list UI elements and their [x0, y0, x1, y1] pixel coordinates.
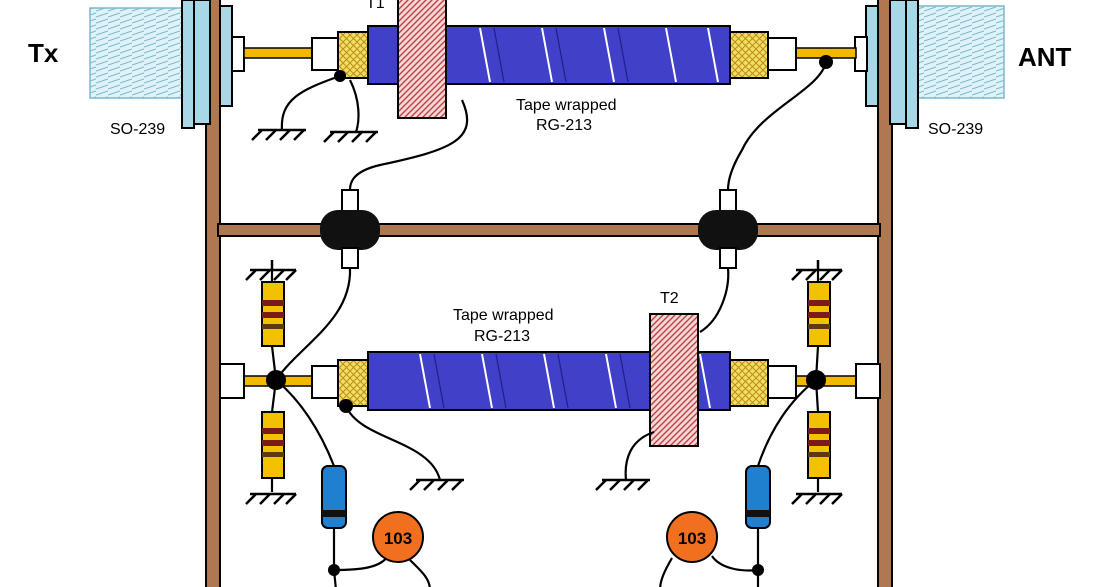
top-dielectric-right: [765, 37, 797, 71]
right-feedthrough: [698, 189, 758, 269]
chassis-divider: [217, 223, 881, 237]
chassis-right-rail: [877, 0, 893, 587]
top-braid-right: [727, 31, 769, 79]
toroid-icon: [649, 313, 699, 447]
so239-connector-icon: [89, 7, 183, 99]
bottom-coax-label-line1: Tape wrapped: [453, 307, 554, 324]
chassis-left-rail: [205, 0, 221, 587]
so239-right-pin-insulator: [854, 36, 868, 72]
bottom-dielectric-right: [765, 365, 797, 399]
capacitor-right: 103: [666, 511, 718, 563]
bottom-tape-wrap: [419, 353, 711, 409]
wire-t2-ground: [624, 430, 655, 481]
left-feedthrough: [320, 189, 380, 269]
resistor-icon: [261, 411, 285, 479]
ground-icon: [251, 128, 306, 141]
bottom-braid-left: [337, 359, 371, 407]
wire-right-cap-legs: [659, 555, 759, 587]
so239-left-connector: [89, 0, 245, 129]
junction-dots: [266, 55, 833, 576]
resistors: [261, 281, 831, 479]
wire-t1-to-left-feedthrough: [348, 99, 469, 191]
so239-left-nut: [193, 0, 211, 125]
junction-bottom-left-center: [266, 370, 286, 390]
capacitors: 103 103: [372, 511, 718, 563]
so239-left-flange: [181, 0, 195, 129]
capacitor-left: 103: [372, 511, 424, 563]
so239-connector-icon: [917, 5, 1005, 99]
ground-icon: [323, 130, 378, 143]
wire-left-feedthrough-to-junction: [275, 267, 352, 381]
capacitor-right-value: 103: [678, 529, 706, 548]
bottom-port-left: [219, 363, 245, 399]
top-braid-left: [337, 31, 371, 79]
wire-top-left-braid-ground-2: [349, 79, 360, 133]
ground-icon: [245, 260, 297, 281]
so239-right-label: SO-239: [928, 121, 983, 138]
top-coax-assembly: [243, 0, 857, 119]
wire-bottom-left-braid-ground: [344, 405, 442, 481]
bottom-braid-right: [727, 359, 769, 407]
bottom-coax-assembly: [219, 313, 881, 447]
junction-bottom-left-braid: [339, 399, 353, 413]
bottom-port-right: [855, 363, 881, 399]
ground-icon: [409, 478, 464, 491]
wire-left-cap-legs: [333, 555, 431, 587]
capacitor-icon: [666, 511, 718, 563]
so239-left-pin-insulator: [231, 36, 245, 72]
bottom-center-conductor-right: [795, 375, 857, 387]
junction-bottom-right-center: [806, 370, 826, 390]
bottom-coax-label-line2: RG-213: [474, 328, 530, 345]
ground-symbols: [245, 128, 843, 505]
t1-label: T1: [366, 0, 385, 12]
so239-right-nut: [889, 0, 907, 125]
diode-icon: [745, 465, 771, 529]
junction-top-left: [334, 70, 346, 82]
top-center-conductor-left: [243, 47, 313, 59]
resistor-icon: [807, 281, 831, 347]
right-feedthrough-lower-sleeve: [719, 247, 737, 269]
ground-icon: [595, 478, 650, 491]
resistor-icon: [261, 281, 285, 347]
so239-left-label: SO-239: [110, 121, 165, 138]
ground-icon: [791, 492, 843, 505]
top-coax-label-line2: RG-213: [536, 117, 592, 134]
ant-label: ANT: [1018, 42, 1072, 72]
diode-icon: [321, 465, 347, 529]
resistor-icon: [807, 411, 831, 479]
capacitor-left-value: 103: [384, 529, 412, 548]
ferrite-bead-icon: [698, 210, 758, 250]
so239-left-rear: [219, 5, 233, 107]
capacitor-icon: [372, 511, 424, 563]
junction-right-cap: [752, 564, 764, 576]
wiring: [270, 61, 828, 587]
diodes: [321, 465, 771, 529]
tx-label: Tx: [28, 38, 59, 68]
text-labels: Tx ANT SO-239 SO-239 T1 T2 Tape wrapped …: [28, 0, 1072, 345]
t2-label: T2: [660, 290, 679, 307]
wire-top-right-to-right-feedthrough: [726, 61, 828, 191]
wire-top-left-braid-ground: [280, 74, 341, 131]
toroid-icon: [397, 0, 447, 119]
wire-t2-to-right-feedthrough: [699, 267, 730, 333]
junction-left-cap: [328, 564, 340, 576]
junction-top-right: [819, 55, 833, 69]
ground-icon: [791, 260, 843, 281]
so239-right-flange: [905, 0, 919, 129]
left-feedthrough-lower-sleeve: [341, 247, 359, 269]
ground-icon: [245, 492, 297, 505]
top-coax-label-line1: Tape wrapped: [516, 97, 617, 114]
ferrite-bead-icon: [320, 210, 380, 250]
